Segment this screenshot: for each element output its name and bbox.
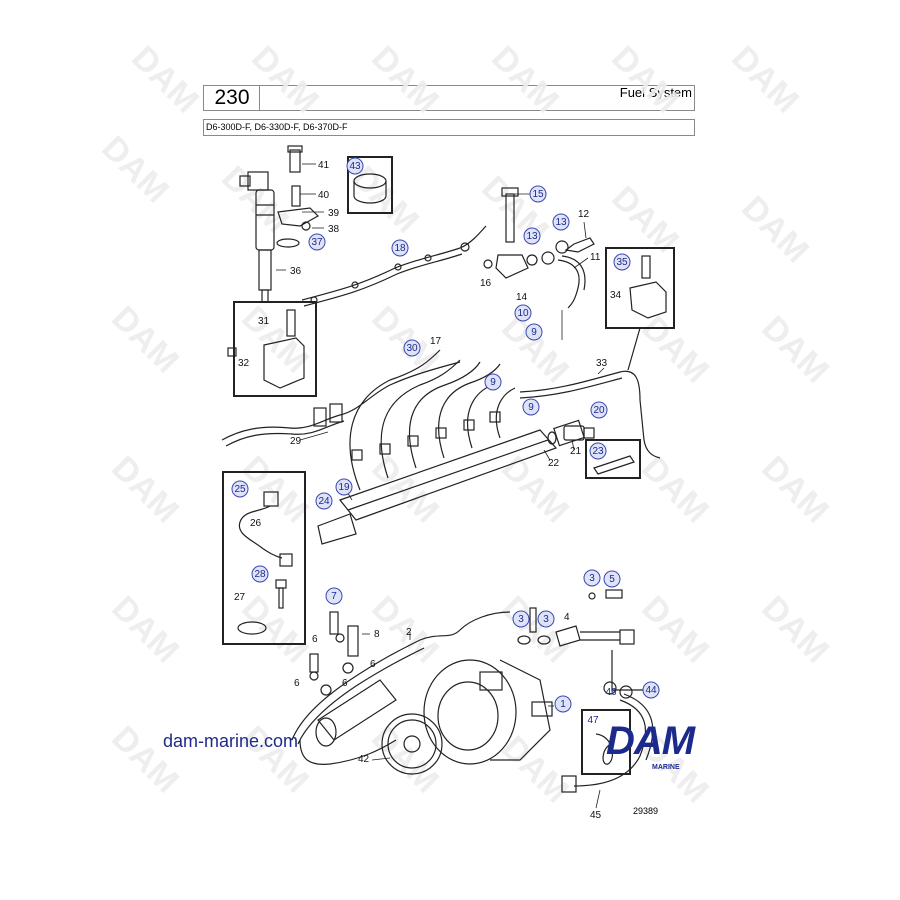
detail-box-47 bbox=[581, 709, 631, 775]
callout-22: 22 bbox=[548, 458, 560, 469]
hose-clamp-47 bbox=[595, 733, 614, 765]
callout-13a: 13 bbox=[526, 231, 538, 242]
callout-9b: 9 bbox=[490, 377, 496, 388]
sealant-tube-23 bbox=[593, 455, 635, 475]
fuel-line-33 bbox=[519, 370, 661, 459]
models-box bbox=[203, 119, 695, 136]
callout-37: 37 bbox=[311, 237, 323, 248]
clamp-bracket-34 bbox=[629, 255, 667, 319]
common-rail bbox=[317, 419, 585, 545]
callout-3a: 3 bbox=[589, 573, 595, 584]
callout-6c: 6 bbox=[294, 678, 300, 689]
fuel-filter-housing bbox=[315, 679, 397, 747]
pump-fittings bbox=[517, 589, 650, 691]
wiring-harness bbox=[221, 347, 461, 447]
callout-13b: 13 bbox=[555, 217, 567, 228]
callout-6d: 6 bbox=[342, 678, 348, 689]
callout-30: 30 bbox=[406, 343, 418, 354]
website-link[interactable]: dam-marine.com bbox=[163, 731, 299, 751]
injector-delivery-pipes bbox=[349, 349, 516, 491]
callout-21: 21 bbox=[570, 446, 582, 457]
callout-23: 23 bbox=[592, 446, 604, 457]
callout-42: 42 bbox=[358, 754, 370, 765]
callout-4: 4 bbox=[564, 612, 570, 623]
dam-logo: DAM bbox=[606, 719, 695, 763]
sensor-cable-26 bbox=[238, 491, 293, 567]
high-pressure-pump bbox=[423, 659, 553, 765]
callout-7: 7 bbox=[331, 591, 337, 602]
dam-logo-subtext: MARINE bbox=[652, 764, 680, 771]
callout-25: 25 bbox=[234, 484, 246, 495]
model-list: D6-300D-F, D6-330D-F, D6-370D-F bbox=[206, 122, 348, 132]
callout-6b: 6 bbox=[370, 659, 376, 670]
callout-17: 17 bbox=[430, 336, 442, 347]
callout-3b: 3 bbox=[518, 614, 524, 625]
callout-28: 28 bbox=[254, 569, 266, 580]
callout-11: 11 bbox=[590, 252, 601, 263]
callout-16: 16 bbox=[480, 278, 492, 289]
page-number: 230 bbox=[214, 86, 250, 109]
callout-18: 18 bbox=[394, 243, 406, 254]
callout-45: 45 bbox=[590, 810, 602, 821]
callout-24: 24 bbox=[318, 496, 330, 507]
callout-labels: 41 40 39 38 36 14 16 12 11 33 34 31 32 1… bbox=[234, 160, 622, 821]
watermark-pattern bbox=[94, 38, 836, 811]
callout-12: 12 bbox=[578, 209, 590, 220]
fuel-return-line bbox=[301, 225, 487, 301]
callout-8: 8 bbox=[374, 629, 380, 640]
pressure-sensor-group bbox=[547, 425, 595, 445]
callout-43: 43 bbox=[349, 161, 361, 172]
callout-38: 38 bbox=[328, 224, 340, 235]
seal-ring-43 bbox=[353, 173, 387, 204]
fuel-line-2 bbox=[291, 611, 511, 741]
callout-19: 19 bbox=[338, 482, 350, 493]
lock-washer-27 bbox=[237, 621, 267, 635]
callout-40: 40 bbox=[318, 190, 330, 201]
injector-assembly bbox=[239, 145, 319, 303]
banjo-fitting-group bbox=[483, 187, 595, 309]
callout-46: 46 bbox=[605, 687, 617, 698]
detail-box-32 bbox=[233, 301, 317, 397]
callout-14: 14 bbox=[516, 292, 528, 303]
return-hose-45 bbox=[561, 681, 654, 793]
bolts-6 bbox=[309, 611, 359, 696]
callout-44: 44 bbox=[645, 685, 657, 696]
detail-box-43 bbox=[347, 156, 393, 214]
callout-5: 5 bbox=[609, 574, 615, 585]
callout-3c: 3 bbox=[543, 614, 549, 625]
callout-29: 29 bbox=[290, 436, 302, 447]
callout-6a: 6 bbox=[312, 634, 318, 645]
callout-41: 41 bbox=[318, 160, 330, 171]
circled-callouts: 43 37 18 15 13 13 35 10 9 30 9 9 20 23 2… bbox=[231, 157, 660, 726]
callout-27: 27 bbox=[234, 592, 246, 603]
bolt-28 bbox=[275, 579, 287, 609]
page-number-box bbox=[203, 85, 262, 111]
callout-2: 2 bbox=[406, 627, 412, 638]
callout-47: 47 bbox=[587, 715, 599, 726]
callout-9c: 9 bbox=[528, 402, 534, 413]
callout-34: 34 bbox=[610, 290, 622, 301]
callout-36: 36 bbox=[290, 266, 302, 277]
figure-number: 29389 bbox=[633, 806, 659, 816]
detail-box-23 bbox=[585, 439, 641, 479]
drive-gear-42 bbox=[381, 713, 443, 775]
callout-10: 10 bbox=[517, 308, 529, 319]
callout-32: 32 bbox=[238, 358, 250, 369]
callout-35: 35 bbox=[616, 257, 628, 268]
detail-box-25 bbox=[222, 471, 306, 645]
callout-31: 31 bbox=[258, 316, 270, 327]
callout-39: 39 bbox=[328, 208, 340, 219]
title-box bbox=[259, 85, 695, 111]
callout-15: 15 bbox=[532, 189, 544, 200]
bracket-32 bbox=[263, 309, 305, 389]
callout-1: 1 bbox=[560, 699, 566, 710]
callout-26: 26 bbox=[250, 518, 262, 529]
callout-33: 33 bbox=[596, 358, 608, 369]
callout-9a: 9 bbox=[531, 327, 537, 338]
callout-20: 20 bbox=[593, 405, 605, 416]
